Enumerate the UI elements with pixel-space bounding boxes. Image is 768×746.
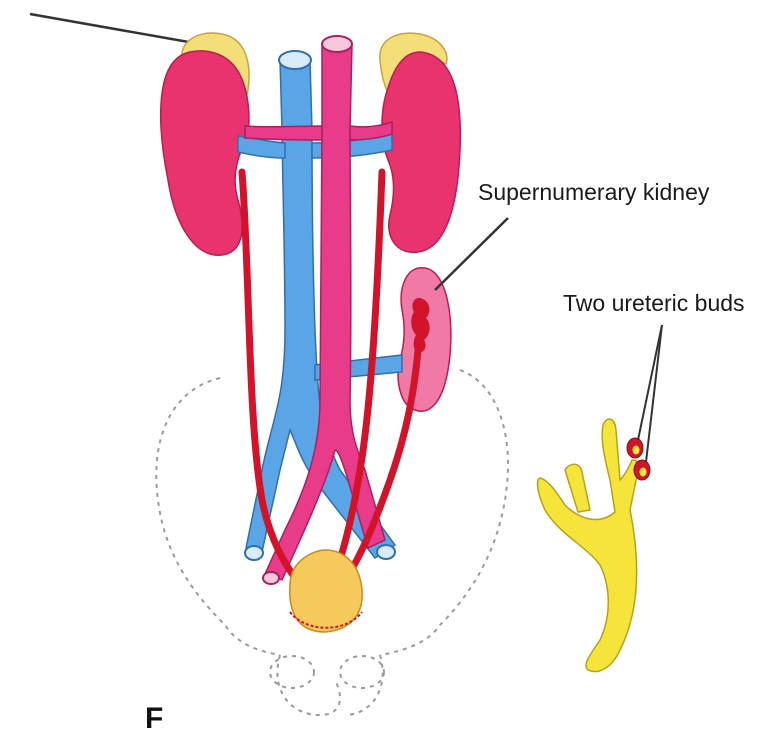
- two-ureteric-buds-label: Two ureteric buds: [563, 290, 745, 316]
- ureteric-bud-branch: [565, 464, 590, 512]
- aorta-top-opening: [322, 36, 352, 52]
- adrenal-leader-line: [30, 14, 200, 44]
- aorta-left-iliac-opening: [263, 572, 279, 584]
- urinary-bladder: [290, 550, 362, 632]
- panel-letter: F: [145, 702, 163, 735]
- right-kidney: [382, 52, 460, 252]
- ivc-top-opening: [279, 51, 311, 69]
- ureteric-bud-body: [538, 419, 640, 672]
- supernumerary-kidney-label: Supernumerary kidney: [478, 179, 710, 205]
- ivc-right-iliac-opening: [377, 545, 395, 559]
- left-kidney: [161, 51, 249, 255]
- ureteric-bud-figure: [538, 419, 650, 672]
- ivc-left-iliac-opening: [245, 546, 263, 560]
